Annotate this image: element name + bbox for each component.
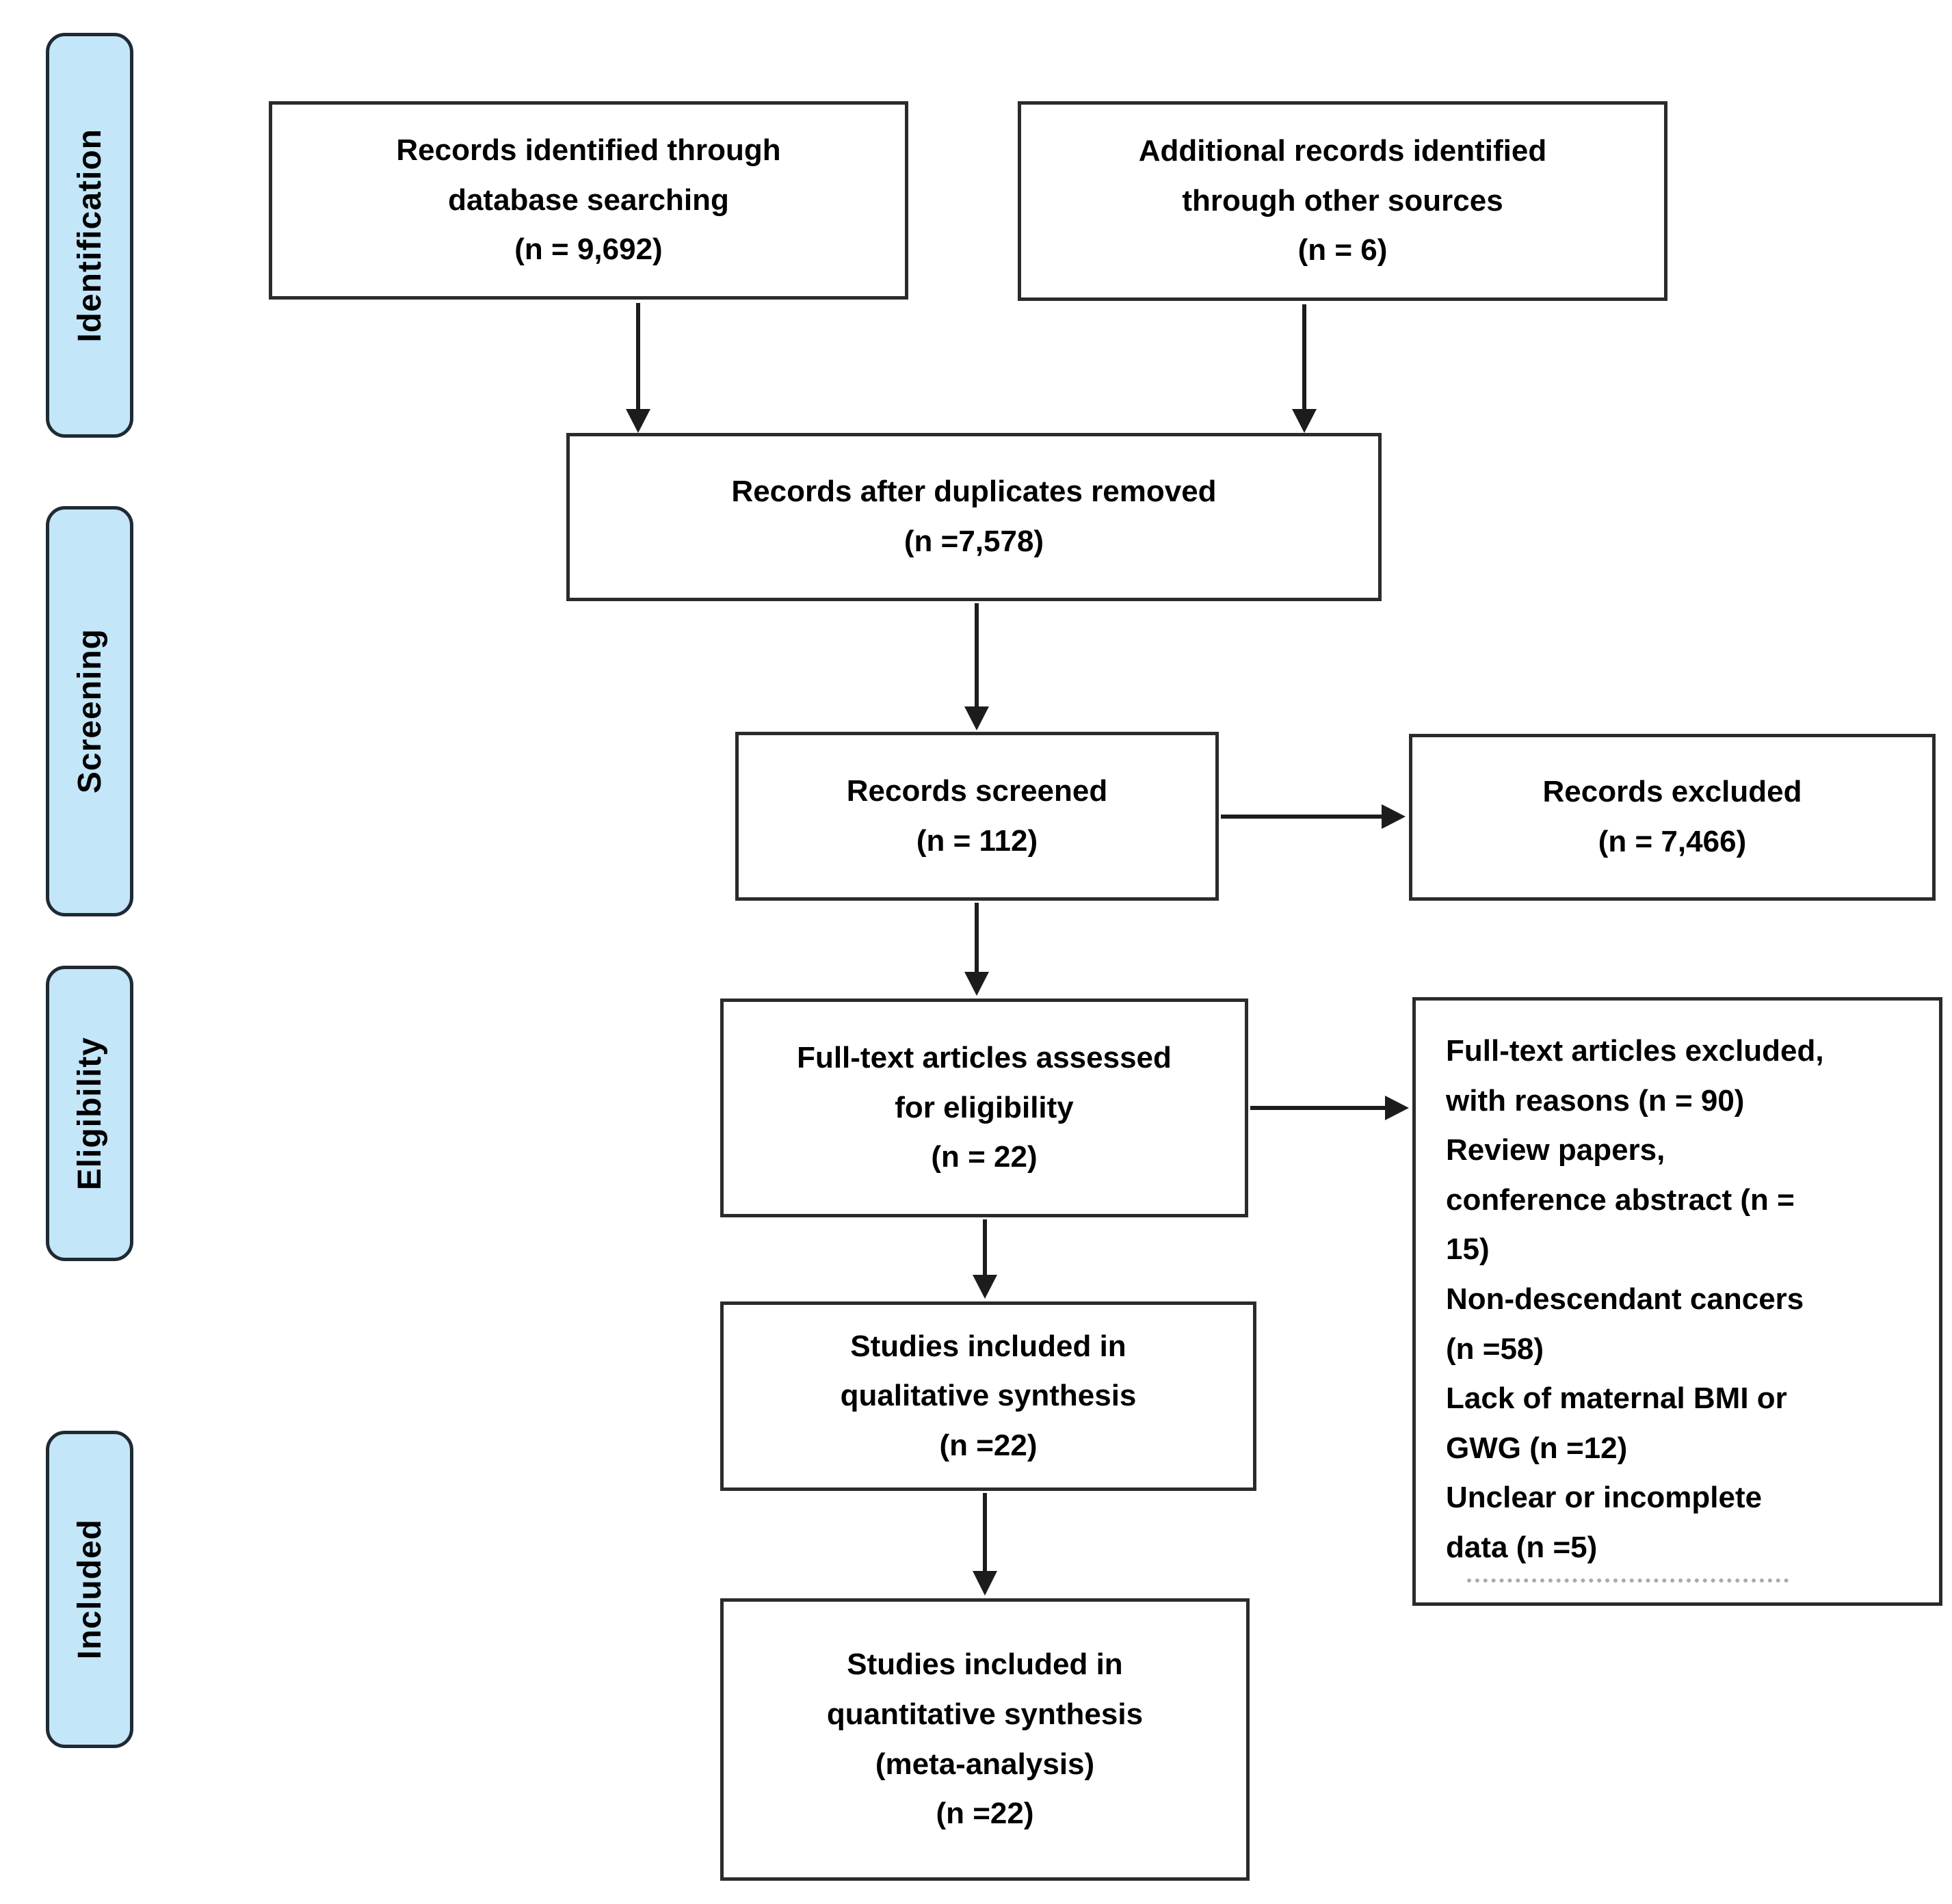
flow-box-fulltext-excluded-reasons: Full-text articles excluded, with reason… [1412,997,1942,1606]
arrow-identified-to-dedup [626,303,650,433]
box-text: Records identified through database sear… [396,133,781,267]
phase-label-text: Included [71,1519,108,1660]
phase-label-text: Eligibility [71,1036,108,1191]
phase-label-included: Included [46,1431,133,1748]
phase-label-eligibility: Eligibility [46,966,133,1261]
flow-box-additional-records: Additional records identified through ot… [1018,101,1667,301]
phase-label-screening: Screening [46,506,133,916]
arrow-dedup-to-screened [964,603,989,730]
flow-box-duplicates-removed: Records after duplicates removed (n =7,5… [566,433,1382,601]
box-text: Studies included in quantitative synthes… [826,1648,1144,1831]
arrow-screened-to-fulltext [964,903,989,996]
flow-box-records-excluded: Records excluded (n = 7,466) [1409,734,1936,901]
flow-box-qualitative-synthesis: Studies included in qualitative synthesi… [720,1301,1256,1491]
flow-box-fulltext-assessed: Full-text articles assessed for eligibil… [720,999,1248,1217]
phase-label-text: Identification [71,128,108,343]
arrow-fulltext-to-qualitative [973,1219,997,1299]
arrow-additional-to-dedup [1292,304,1317,433]
flow-box-quantitative-synthesis: Studies included in quantitative synthes… [720,1598,1250,1881]
box-text: Full-text articles assessed for eligibil… [797,1041,1172,1174]
arrow-screened-to-excluded [1221,804,1406,829]
arrow-fulltext-to-excluded-reasons [1250,1096,1409,1120]
box-text: Records excluded (n = 7,466) [1542,775,1802,858]
box-text: Full-text articles excluded, with reason… [1446,1034,1824,1564]
faint-dotted-line [1467,1578,1789,1583]
flow-box-records-screened: Records screened (n = 112) [735,732,1219,901]
box-text: Records screened (n = 112) [846,774,1108,858]
box-text: Records after duplicates removed (n =7,5… [731,475,1217,558]
flow-box-records-identified: Records identified through database sear… [269,101,908,300]
box-text: Studies included in qualitative synthesi… [840,1329,1137,1462]
arrow-qualitative-to-quantitative [973,1493,997,1596]
phase-label-text: Screening [71,629,108,794]
box-text: Additional records identified through ot… [1138,134,1547,267]
phase-label-identification: Identification [46,33,133,438]
